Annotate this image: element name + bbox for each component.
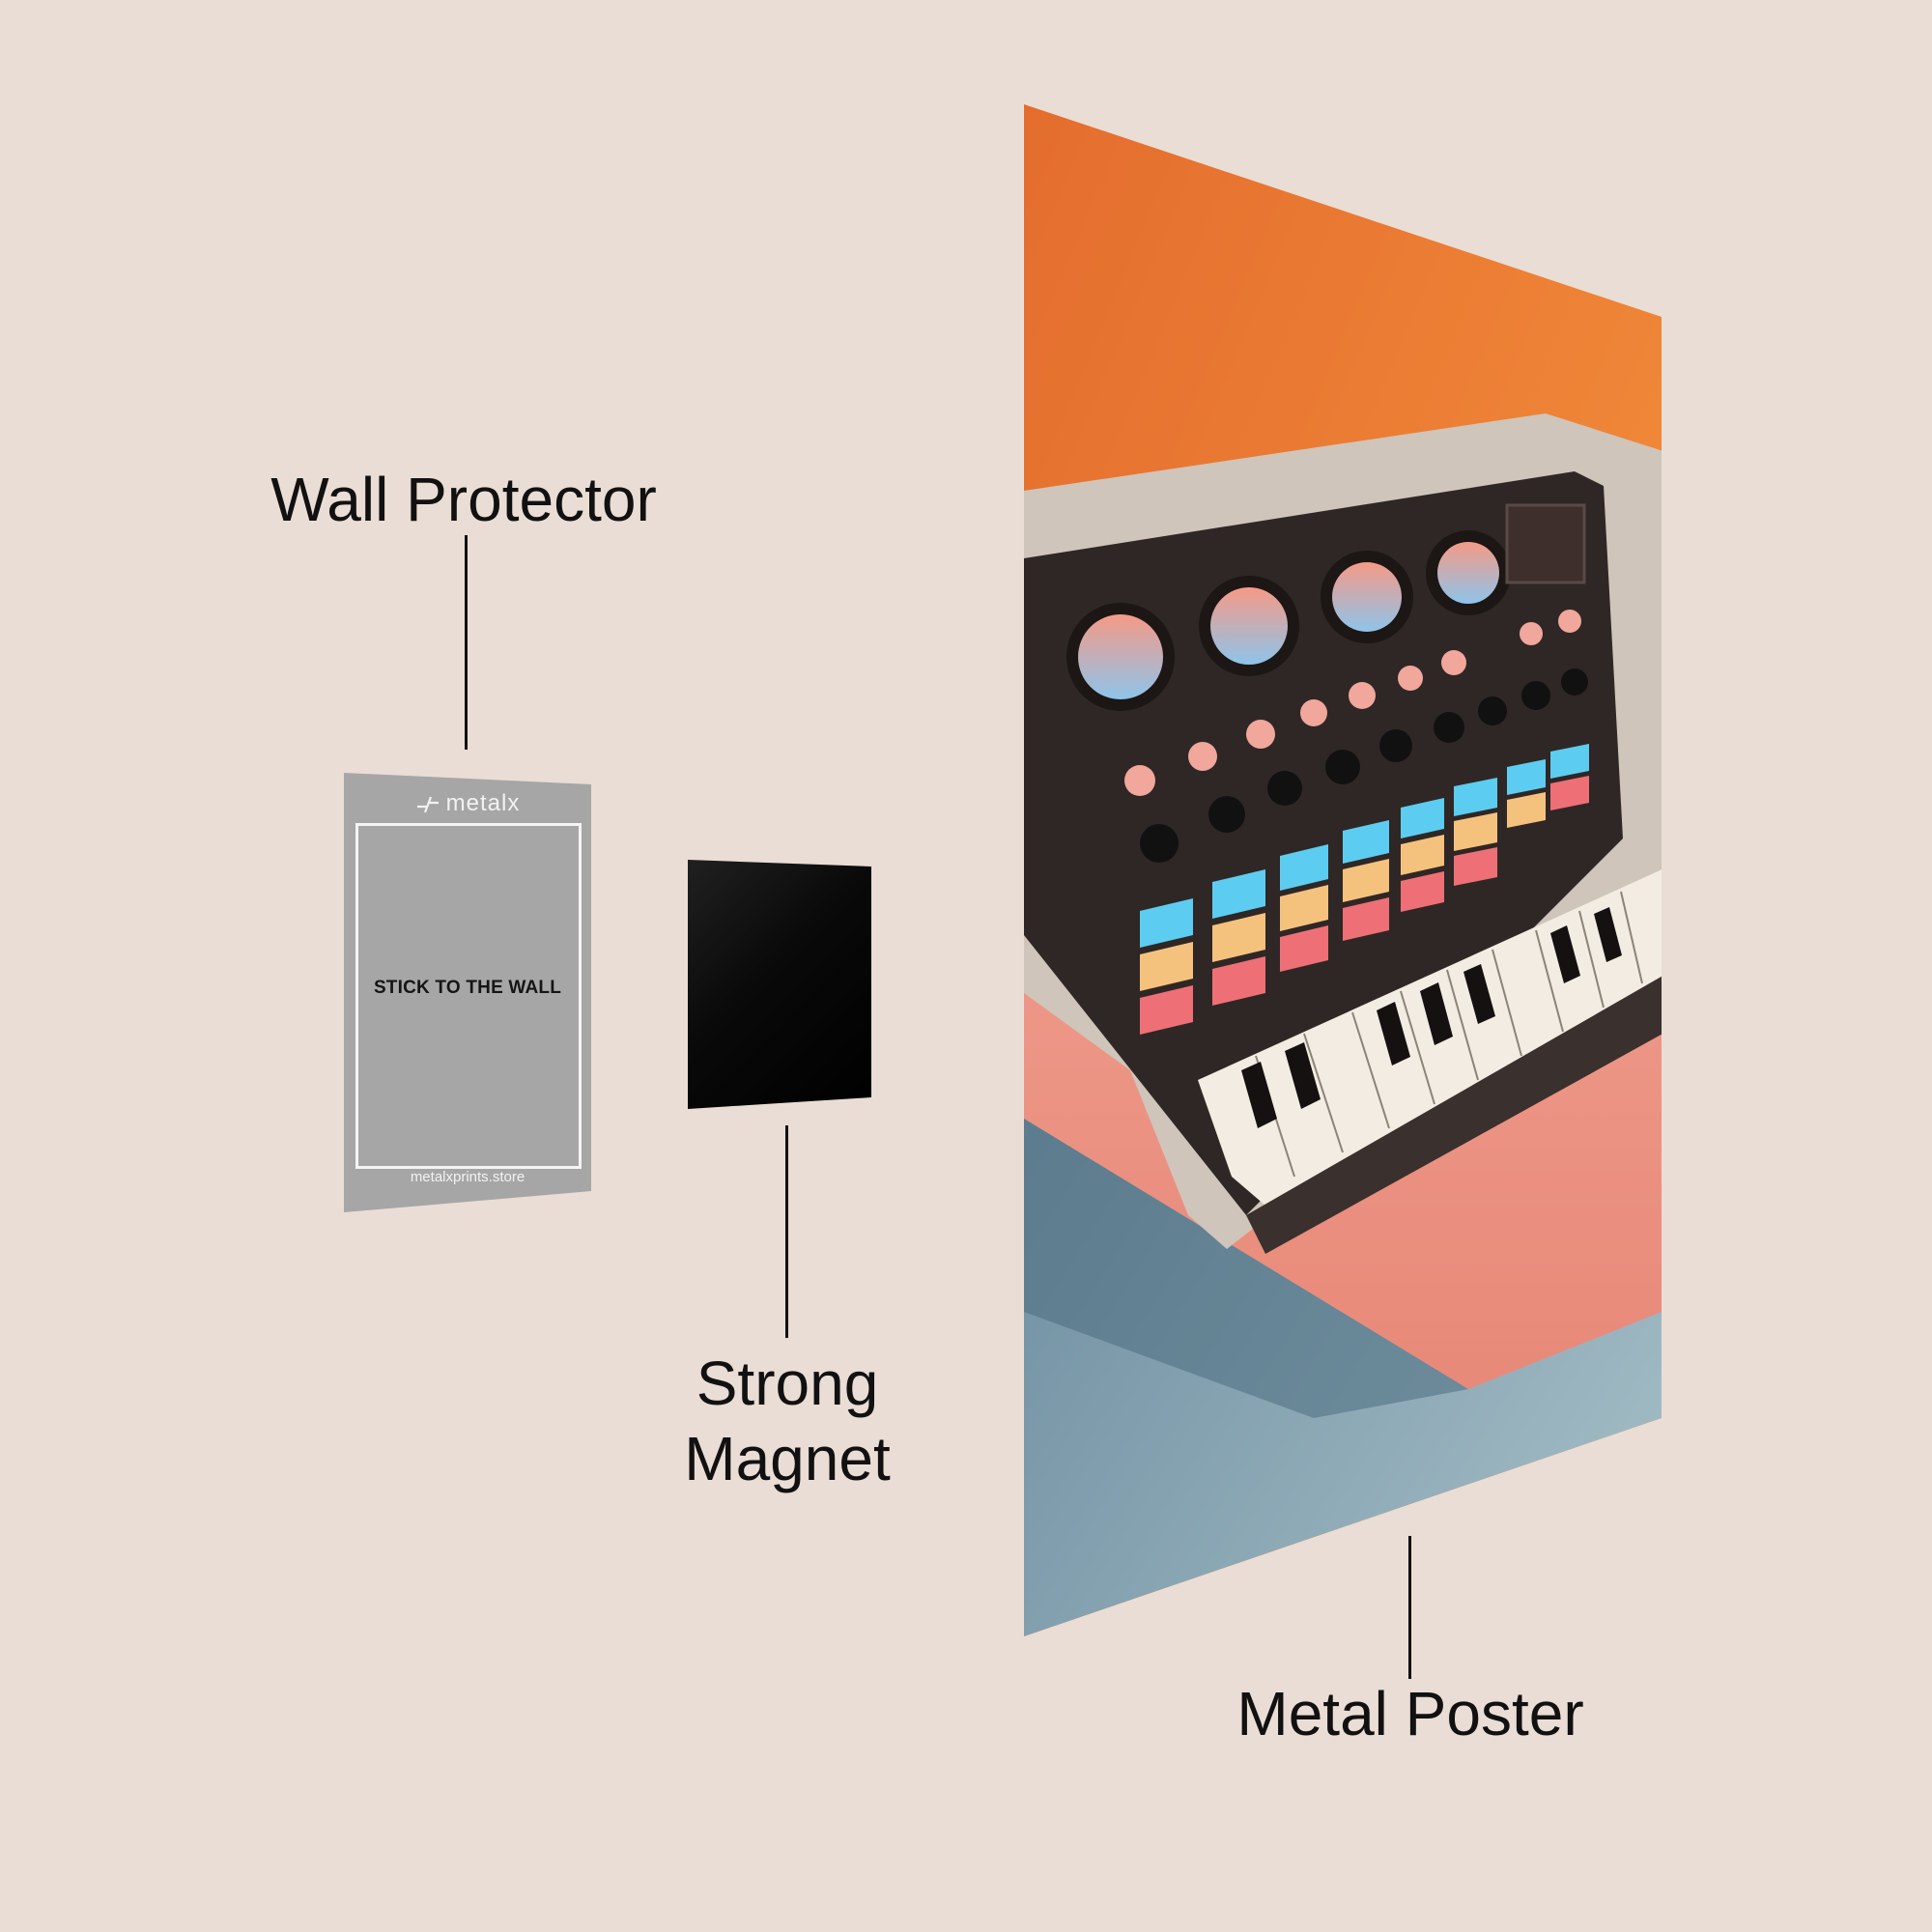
wall-protector-label: Wall Protector xyxy=(270,465,657,534)
stick-to-wall-text: STICK TO THE WALL xyxy=(373,978,562,998)
metal-poster-label: Metal Poster xyxy=(1236,1679,1584,1748)
wall-protector-card: metalx STICK TO THE WALL metalxprints.st… xyxy=(344,773,591,1212)
strong-magnet-label-line2: Magnet xyxy=(684,1424,891,1494)
protector-inner-frame xyxy=(355,823,582,1169)
metalx-logo-icon xyxy=(416,796,439,813)
poster-shadow xyxy=(1024,1119,1468,1418)
strong-magnet-label: Strong Magnet xyxy=(618,1346,956,1496)
brand-logo: metalx xyxy=(344,790,591,817)
strong-magnet-label-line1: Strong xyxy=(696,1349,879,1418)
metal-poster-leader-line xyxy=(1408,1536,1411,1679)
metal-poster-image xyxy=(1024,104,1662,1636)
strong-magnet-sheet xyxy=(688,860,871,1109)
website-text: metalxprints.store xyxy=(410,1169,526,1185)
wall-protector-leader-line xyxy=(465,535,468,750)
strong-magnet-leader-line xyxy=(785,1125,788,1338)
brand-name: metalx xyxy=(445,790,521,816)
synthesizer-illustration xyxy=(1024,413,1662,1254)
